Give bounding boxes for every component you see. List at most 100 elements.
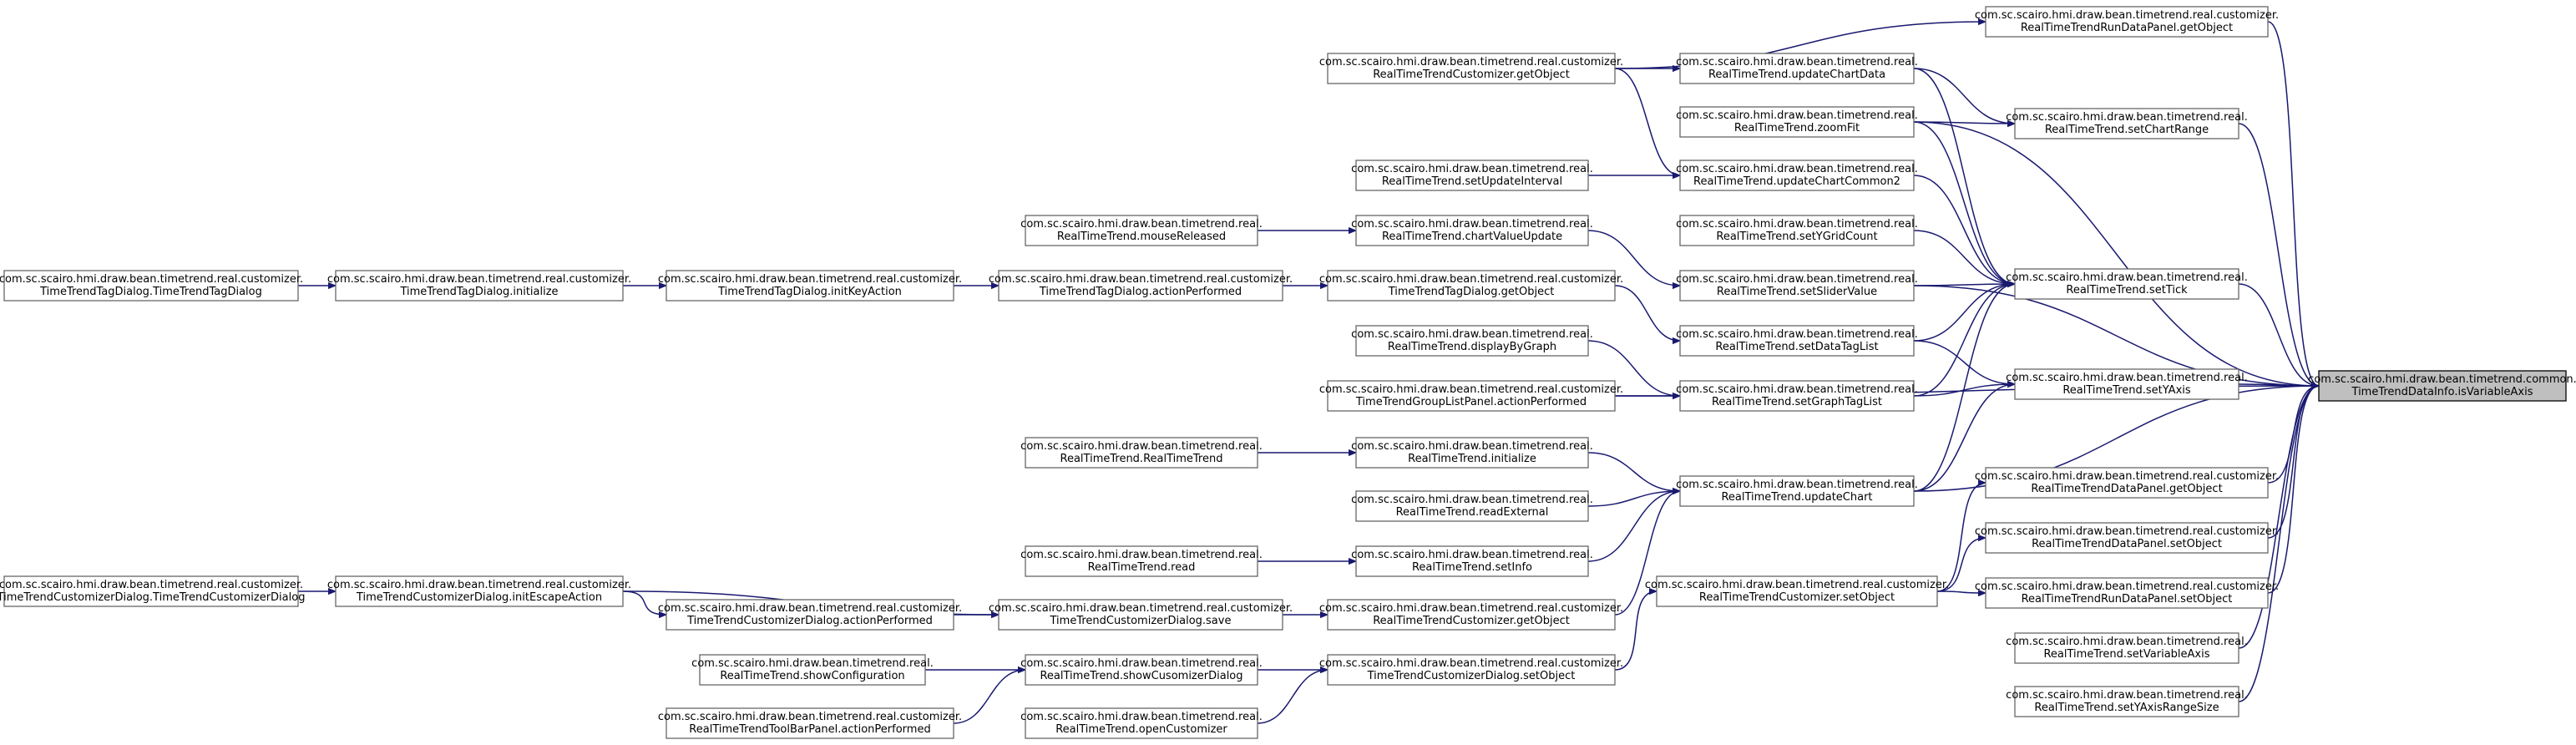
node-box	[1025, 437, 1258, 469]
node-label-line: com.sc.scairo.hmi.draw.bean.timetrend.re…	[658, 711, 962, 723]
node-ttd_action[interactable]: com.sc.scairo.hmi.draw.bean.timetrend.re…	[989, 270, 1293, 302]
node-label-line: com.sc.scairo.hmi.draw.bean.timetrend.re…	[2006, 271, 2248, 284]
node-box	[335, 270, 624, 302]
node-ttcd_save[interactable]: com.sc.scairo.hmi.draw.bean.timetrend.re…	[989, 599, 1293, 631]
node-ttcd_ctor[interactable]: com.sc.scairo.hmi.draw.bean.timetrend.re…	[0, 575, 305, 607]
node-box	[2014, 632, 2239, 664]
node-showConfiguration[interactable]: com.sc.scairo.hmi.draw.bean.timetrend.re…	[691, 654, 934, 686]
node-label-line: com.sc.scairo.hmi.draw.bean.timetrend.re…	[1676, 328, 1918, 341]
nodes-layer: com.sc.scairo.hmi.draw.bean.timetrend.co…	[0, 6, 2576, 739]
node-label-line: com.sc.scairo.hmi.draw.bean.timetrend.re…	[1020, 549, 1263, 561]
node-ttd_ctor[interactable]: com.sc.scairo.hmi.draw.bean.timetrend.re…	[0, 270, 303, 302]
node-zoomFit[interactable]: com.sc.scairo.hmi.draw.bean.timetrend.re…	[1676, 106, 1918, 138]
node-setInfo[interactable]: com.sc.scairo.hmi.draw.bean.timetrend.re…	[1351, 545, 1593, 577]
node-updateChartData[interactable]: com.sc.scairo.hmi.draw.bean.timetrend.re…	[1676, 53, 1918, 84]
node-box	[1327, 599, 1616, 631]
node-ttcd_setObject[interactable]: com.sc.scairo.hmi.draw.bean.timetrend.re…	[1319, 654, 1623, 686]
node-box	[1679, 160, 1915, 191]
node-label-line: RealTimeTrendDataPanel.getObject	[2031, 483, 2222, 495]
node-label-line: com.sc.scairo.hmi.draw.bean.timetrend.re…	[327, 579, 631, 591]
node-label-line: RealTimeTrend.showConfiguration	[720, 670, 904, 682]
edge-openCustomizer-to-ttcd_setObject	[1257, 670, 1328, 724]
node-box	[1355, 545, 1589, 577]
node-rtrdp_get[interactable]: com.sc.scairo.hmi.draw.bean.timetrend.re…	[1975, 6, 2279, 38]
node-rtc_getObject_bot[interactable]: com.sc.scairo.hmi.draw.bean.timetrend.re…	[1319, 599, 1623, 631]
node-box	[1355, 490, 1589, 522]
node-setDataTagList[interactable]: com.sc.scairo.hmi.draw.bean.timetrend.re…	[1676, 325, 1918, 357]
node-read[interactable]: com.sc.scairo.hmi.draw.bean.timetrend.re…	[1020, 545, 1263, 577]
node-label-line: com.sc.scairo.hmi.draw.bean.timetrend.re…	[1351, 440, 1593, 453]
node-ttd_getObject[interactable]: com.sc.scairo.hmi.draw.bean.timetrend.re…	[1319, 270, 1623, 302]
edge-setSliderValue-to-setTick	[1913, 284, 2015, 286]
node-box	[1656, 575, 1938, 607]
node-label-line: com.sc.scairo.hmi.draw.bean.timetrend.re…	[658, 602, 962, 615]
edge-updateChartCommon2-to-setTick	[1913, 175, 2015, 284]
node-box	[666, 707, 954, 739]
edge-updateChartData-to-setTick	[1913, 68, 2015, 284]
node-label-line: RealTimeTrend.mouseReleased	[1057, 231, 1226, 243]
node-setChartRange[interactable]: com.sc.scairo.hmi.draw.bean.timetrend.re…	[2006, 108, 2248, 139]
node-showCusomizerDialog[interactable]: com.sc.scairo.hmi.draw.bean.timetrend.re…	[1020, 654, 1263, 686]
node-ttd_initialize[interactable]: com.sc.scairo.hmi.draw.bean.timetrend.re…	[327, 270, 631, 302]
node-label-line: com.sc.scairo.hmi.draw.bean.timetrend.re…	[0, 273, 303, 286]
node-tglp_action[interactable]: com.sc.scairo.hmi.draw.bean.timetrend.re…	[1319, 380, 1623, 412]
node-label-line: RealTimeTrend.setYGridCount	[1716, 231, 1877, 243]
node-ttcd_action[interactable]: com.sc.scairo.hmi.draw.bean.timetrend.re…	[658, 599, 962, 631]
node-label-line: TimeTrendGroupListPanel.actionPerformed	[1355, 396, 1587, 408]
node-initialize_rt[interactable]: com.sc.scairo.hmi.draw.bean.timetrend.re…	[1351, 437, 1593, 469]
node-box	[1679, 325, 1915, 357]
node-rtrdp_set[interactable]: com.sc.scairo.hmi.draw.bean.timetrend.re…	[1975, 577, 2279, 609]
node-ttcd_initEscape[interactable]: com.sc.scairo.hmi.draw.bean.timetrend.re…	[327, 575, 631, 607]
node-chartValueUpdate[interactable]: com.sc.scairo.hmi.draw.bean.timetrend.re…	[1351, 215, 1593, 246]
node-box	[335, 575, 624, 607]
node-label-line: TimeTrendCustomizerDialog.save	[1050, 615, 1232, 627]
edge-ttd_getObject-to-setDataTagList	[1614, 285, 1680, 341]
node-updateChartCommon2[interactable]: com.sc.scairo.hmi.draw.bean.timetrend.re…	[1676, 160, 1918, 191]
node-label-line: RealTimeTrend.zoomFit	[1734, 122, 1860, 134]
node-readExternal[interactable]: com.sc.scairo.hmi.draw.bean.timetrend.re…	[1351, 490, 1593, 522]
node-label-line: RealTimeTrendDataPanel.setObject	[2032, 538, 2222, 550]
node-rtdp_get[interactable]: com.sc.scairo.hmi.draw.bean.timetrend.re…	[1975, 467, 2279, 499]
node-label-line: com.sc.scairo.hmi.draw.bean.timetrend.re…	[1645, 579, 1949, 591]
node-box	[1025, 654, 1258, 686]
node-label-line: RealTimeTrend.initialize	[1408, 453, 1536, 465]
node-setGraphTagList[interactable]: com.sc.scairo.hmi.draw.bean.timetrend.re…	[1676, 380, 1918, 412]
node-rt_ctor[interactable]: com.sc.scairo.hmi.draw.bean.timetrend.re…	[1020, 437, 1263, 469]
node-rtc_getObject_top[interactable]: com.sc.scairo.hmi.draw.bean.timetrend.re…	[1319, 53, 1623, 84]
node-label-line: com.sc.scairo.hmi.draw.bean.timetrend.re…	[1676, 218, 1918, 231]
edge-zoomFit-to-setChartRange	[1913, 122, 2015, 124]
node-updateChart[interactable]: com.sc.scairo.hmi.draw.bean.timetrend.re…	[1676, 475, 1918, 507]
node-label-line: TimeTrendCustomizerDialog.TimeTrendCusto…	[0, 591, 305, 604]
node-rttbp_action[interactable]: com.sc.scairo.hmi.draw.bean.timetrend.re…	[658, 707, 962, 739]
node-setUpdateInterval[interactable]: com.sc.scairo.hmi.draw.bean.timetrend.re…	[1351, 160, 1593, 191]
node-label-line: com.sc.scairo.hmi.draw.bean.timetrend.re…	[1975, 9, 2279, 22]
node-displayByGraph[interactable]: com.sc.scairo.hmi.draw.bean.timetrend.re…	[1351, 325, 1593, 357]
node-setVariableAxis[interactable]: com.sc.scairo.hmi.draw.bean.timetrend.re…	[2006, 632, 2248, 664]
node-setYGridCount[interactable]: com.sc.scairo.hmi.draw.bean.timetrend.re…	[1676, 215, 1918, 246]
node-label-line: RealTimeTrend.read	[1088, 561, 1196, 574]
node-mouseReleased[interactable]: com.sc.scairo.hmi.draw.bean.timetrend.re…	[1020, 215, 1263, 246]
node-label-line: TimeTrendTagDialog.initKeyAction	[717, 286, 902, 298]
node-setYAxis[interactable]: com.sc.scairo.hmi.draw.bean.timetrend.re…	[2006, 368, 2248, 400]
edge-setDataTagList-to-setYAxis	[1913, 340, 2015, 384]
node-rtc_setObject[interactable]: com.sc.scairo.hmi.draw.bean.timetrend.re…	[1645, 575, 1949, 607]
node-target[interactable]: com.sc.scairo.hmi.draw.bean.timetrend.co…	[2308, 370, 2576, 402]
node-ttd_initKey[interactable]: com.sc.scairo.hmi.draw.bean.timetrend.re…	[658, 270, 962, 302]
node-setYAxisRangeSize[interactable]: com.sc.scairo.hmi.draw.bean.timetrend.re…	[2006, 686, 2248, 717]
edge-zoomFit-to-target	[1913, 121, 2319, 386]
edge-rtc_getObject_bot-to-updateChart	[1614, 491, 1681, 616]
node-setTick[interactable]: com.sc.scairo.hmi.draw.bean.timetrend.re…	[2006, 268, 2248, 300]
node-label-line: com.sc.scairo.hmi.draw.bean.timetrend.re…	[1676, 56, 1918, 68]
node-label-line: com.sc.scairo.hmi.draw.bean.timetrend.re…	[2006, 636, 2248, 648]
node-box	[1679, 380, 1915, 412]
node-rtdp_set[interactable]: com.sc.scairo.hmi.draw.bean.timetrend.re…	[1975, 522, 2279, 554]
node-label-line: RealTimeTrend.setYAxisRangeSize	[2034, 702, 2219, 714]
node-setSliderValue[interactable]: com.sc.scairo.hmi.draw.bean.timetrend.re…	[1676, 270, 1918, 302]
node-box	[1355, 437, 1589, 469]
node-box	[2318, 370, 2567, 402]
edge-rtrdp_set-to-target	[2267, 386, 2320, 594]
node-label-line: com.sc.scairo.hmi.draw.bean.timetrend.re…	[2006, 689, 2248, 702]
node-label-line: com.sc.scairo.hmi.draw.bean.timetrend.re…	[1975, 470, 2279, 483]
node-openCustomizer[interactable]: com.sc.scairo.hmi.draw.bean.timetrend.re…	[1020, 707, 1263, 739]
